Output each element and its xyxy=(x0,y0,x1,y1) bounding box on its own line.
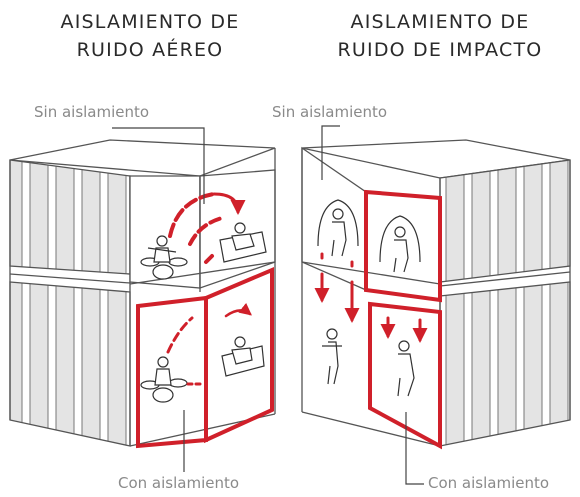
impact-insulated-room-upper xyxy=(364,189,442,303)
impact-top-callout-line xyxy=(321,125,340,180)
impact-bottom-callout-line xyxy=(405,412,424,485)
sofa-person-upper-icon xyxy=(219,222,267,263)
drummer-lower-icon xyxy=(140,356,188,403)
airborne-building xyxy=(9,139,276,447)
impact-with-insulation-label: Con aislamiento xyxy=(428,474,550,492)
airborne-sound-arrows-lower xyxy=(166,302,252,386)
airborne-top-callout-line xyxy=(112,127,205,204)
airborne-heading-line1: AISLAMIENTO DE xyxy=(60,11,240,33)
impact-insulated-room-lower xyxy=(368,301,442,450)
airborne-with-insulation-label: Con aislamiento xyxy=(118,474,240,492)
airborne-sound-arrows-upper xyxy=(168,192,246,264)
airborne-facade-upper xyxy=(9,159,131,275)
airborne-without-insulation-label: Sin aislamiento xyxy=(34,103,150,121)
impact-sound-arrows xyxy=(314,252,428,343)
person-lower-left-icon xyxy=(322,328,342,385)
airborne-noise-heading: AISLAMIENTO DE RUIDO AÉREO xyxy=(40,8,260,64)
person-upper-left-icon xyxy=(317,199,359,257)
sofa-person-lower-icon xyxy=(221,336,265,377)
impact-heading-line2: RUIDO DE IMPACTO xyxy=(337,39,543,61)
impact-heading-line1: AISLAMIENTO DE xyxy=(350,11,530,33)
impact-facade-lower xyxy=(439,281,571,447)
airborne-heading-line2: RUIDO AÉREO xyxy=(76,39,224,61)
person-lower-right-icon xyxy=(397,340,415,397)
impact-facade-upper xyxy=(439,159,571,283)
person-upper-right-icon xyxy=(379,215,421,273)
impact-without-insulation-label: Sin aislamiento xyxy=(272,103,388,121)
airborne-facade-lower xyxy=(9,281,131,447)
drummer-upper-icon xyxy=(140,235,188,280)
impact-building xyxy=(301,139,571,447)
impact-noise-heading: AISLAMIENTO DE RUIDO DE IMPACTO xyxy=(320,8,560,64)
airborne-insulated-room xyxy=(136,266,274,449)
